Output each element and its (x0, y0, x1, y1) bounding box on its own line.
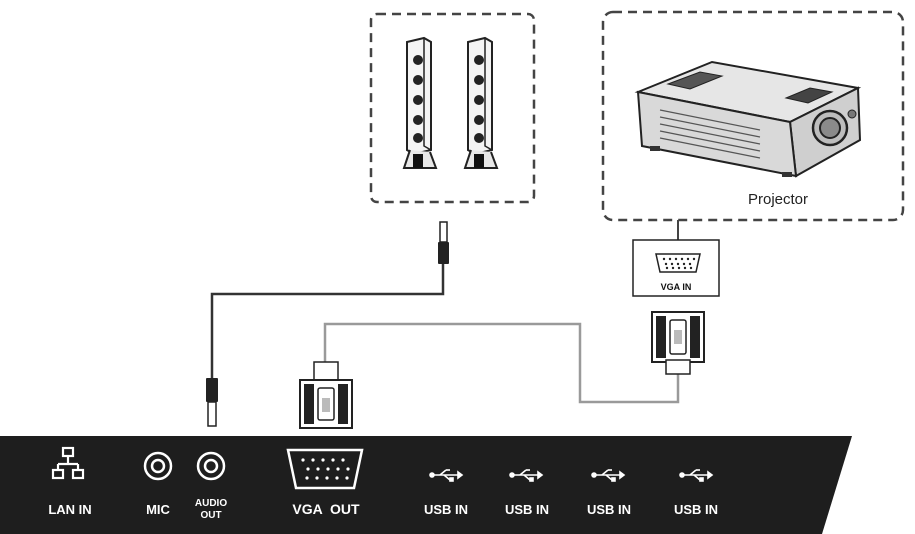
vga-cable (323, 322, 680, 404)
vga-in-label: VGA IN (661, 282, 692, 292)
mic-port: MIC (143, 451, 173, 517)
usb-port-4: USB IN (674, 469, 718, 517)
vga-plug-panel (299, 361, 353, 429)
usb-port-2: USB IN (505, 469, 549, 517)
audio-jack-icon (196, 451, 226, 481)
audio-jack-icon (143, 451, 173, 481)
projector-label: Projector (748, 191, 808, 208)
lan-port: LAN IN (48, 446, 92, 517)
audio-out-label-line1: AUDIO (195, 498, 227, 509)
usb-icon (679, 469, 714, 482)
usb-icon (429, 469, 464, 482)
projector-icon (634, 60, 862, 178)
network-icon (51, 446, 85, 480)
vga-port-icon (655, 253, 701, 273)
audio-out-label-line2: OUT (200, 510, 221, 521)
audio-cable (210, 262, 445, 380)
usb-label-2: USB IN (505, 502, 549, 517)
usb-label-4: USB IN (674, 502, 718, 517)
speakers-box (369, 12, 536, 204)
vga-out-label: VGA OUT (292, 501, 360, 517)
speaker-right (463, 36, 499, 169)
speaker-left (402, 36, 438, 169)
audio-plug-bottom (206, 378, 218, 427)
usb-port-3: USB IN (587, 469, 631, 517)
audio-plug-top (438, 221, 449, 264)
usb-label-1: USB IN (424, 502, 468, 517)
usb-icon (509, 469, 544, 482)
lan-label: LAN IN (48, 502, 91, 517)
mic-label: MIC (146, 502, 170, 517)
vga-plug-projector (651, 311, 705, 375)
usb-label-3: USB IN (587, 502, 631, 517)
projector-box: Projector (601, 10, 905, 222)
usb-icon (591, 469, 626, 482)
projector-vga-input: VGA IN (632, 220, 720, 297)
vga-port-icon (286, 448, 364, 490)
device-panel: LAN IN MIC AUDIO OUT (0, 436, 852, 534)
usb-port-1: USB IN (424, 469, 468, 517)
vga-out-port: VGA OUT (286, 448, 364, 517)
audio-out-port: AUDIO OUT (195, 451, 227, 521)
